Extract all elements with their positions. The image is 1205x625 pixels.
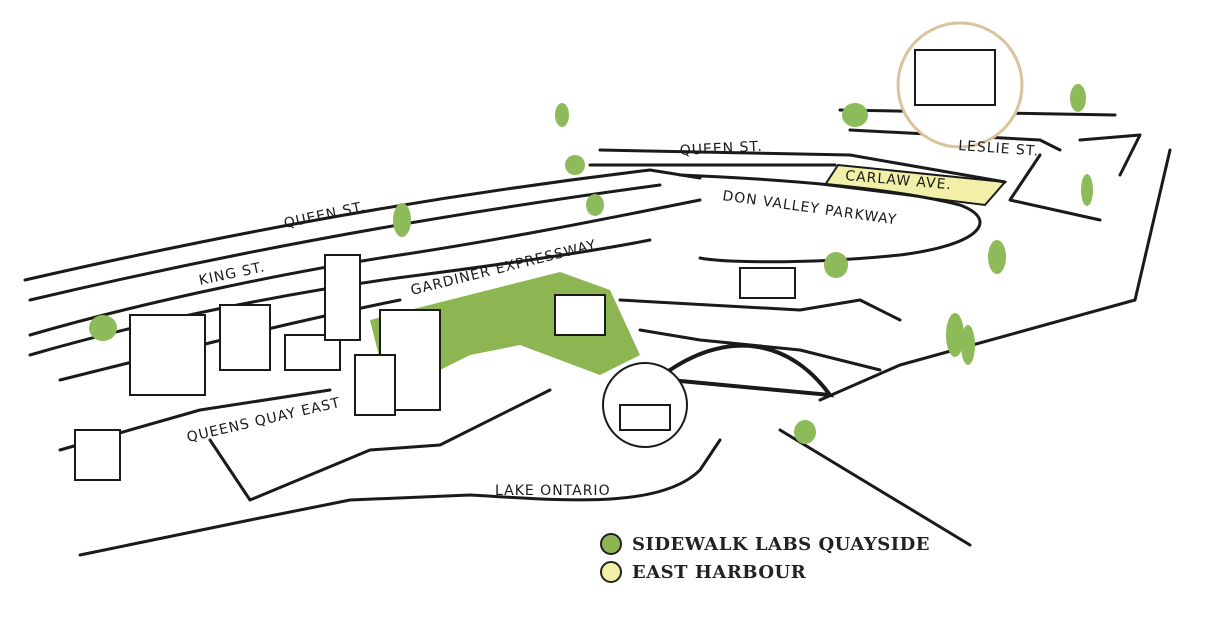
label-leslie-st: LESLIE ST. <box>958 138 1040 160</box>
legend: SIDEWALK LABS QUAYSIDE EAST HARBOUR <box>600 530 930 586</box>
legend-label: SIDEWALK LABS QUAYSIDE <box>632 533 930 555</box>
quayside-swatch <box>600 533 622 555</box>
legend-item-east-harbour: EAST HARBOUR <box>600 558 930 586</box>
label-don-valley-parkway: DON VALLEY PARKWAY <box>721 188 898 228</box>
label-lake-ontario: LAKE ONTARIO <box>495 483 611 499</box>
east-harbour-swatch <box>600 561 622 583</box>
label-queens-quay-east: QUEENS QUAY EAST <box>185 395 342 446</box>
label-queen-st-west: QUEEN ST. <box>283 199 368 232</box>
east-harbour-area <box>823 163 1008 207</box>
label-queen-st-east: QUEEN ST. <box>679 139 763 159</box>
roads <box>23 108 1172 557</box>
buildings <box>74 254 796 481</box>
legend-item-quayside: SIDEWALK LABS QUAYSIDE <box>600 530 930 558</box>
bridge <box>668 343 835 398</box>
legend-label: EAST HARBOUR <box>632 561 807 583</box>
trees <box>89 84 1093 444</box>
